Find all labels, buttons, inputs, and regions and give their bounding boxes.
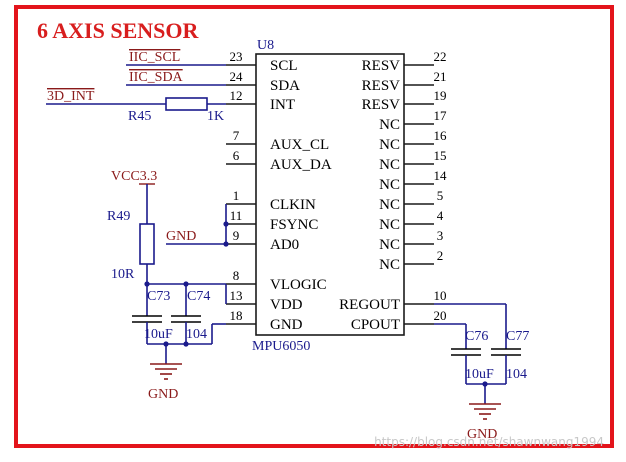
left-pin-number: 8 [233,268,240,283]
right-pin-number: 17 [434,108,448,123]
schematic-frame [14,5,614,448]
right-pin-number: 10 [434,288,447,303]
right-pin-name: NC [379,257,400,273]
right-pin-number: 15 [434,148,447,163]
right-pin-number: 14 [434,168,448,183]
left-pin-number: 6 [233,148,240,163]
left-pin-name: AUX_CL [270,137,329,153]
right-pin-number: 4 [437,208,444,223]
left-pin-name: INT [270,97,295,113]
left-pin-number: 1 [233,188,240,203]
right-pin-group: 22RESV21RESV19RESV17NC16NC15NC14NC5NC4NC… [339,49,447,333]
chip-part-name: MPU6050 [252,339,310,354]
net-label-scl: IIC_SCL [129,50,180,65]
left-pin-name: FSYNC [270,217,318,233]
left-pin-name: SCL [270,58,298,74]
resistor-r45 [165,97,208,111]
c74-ref: C74 [187,289,210,304]
right-pin-name: NC [379,197,400,213]
right-pin-name: RESV [362,58,401,74]
r49-value: 10R [111,267,135,282]
left-pin-name: AD0 [270,237,299,253]
junction-gnd-left-2 [183,341,189,347]
right-pin-number: 2 [437,248,444,263]
net-label-int: 3D_INT [47,89,95,104]
c77-ref: C77 [506,329,529,344]
c76-value: 10uF [465,367,494,382]
net-label-gnd-right: GND [467,427,497,442]
left-pin-number: 7 [233,128,240,143]
left-pin-number: 24 [230,69,244,84]
left-pin-name: SDA [270,78,300,94]
r49-ref: R49 [107,209,130,224]
left-pin-number: 11 [230,208,243,223]
junction-fsync [223,221,229,227]
left-pin-number: 13 [230,288,243,303]
c74-value: 104 [186,327,207,342]
right-pin-number: 3 [437,228,444,243]
r45-value: 1K [207,109,224,124]
right-pin-name: NC [379,237,400,253]
r45-ref: R45 [128,109,151,124]
schematic-title: 6 AXIS SENSOR [37,18,200,43]
left-pin-number: 12 [230,88,243,103]
right-pin-number: 5 [437,188,444,203]
right-pin-name: REGOUT [339,297,400,313]
net-label-gnd-ad0: GND [166,229,196,244]
c73-value: 10uF [144,327,173,342]
left-pin-name: AUX_DA [270,157,332,173]
right-pin-number: 19 [434,88,447,103]
watermark: https://blog.csdn.net/shawnwang1994 [374,435,604,449]
chip-body [255,53,405,336]
left-pin-name: GND [270,317,303,333]
left-pin-number: 9 [233,228,240,243]
left-pin-name: VLOGIC [270,277,327,293]
c77-value: 104 [506,367,527,382]
right-pin-number: 22 [434,49,447,64]
right-pin-name: NC [379,137,400,153]
right-pin-name: NC [379,117,400,133]
right-pin-number: 21 [434,69,447,84]
chip-ref: U8 [257,38,274,53]
right-pin-number: 20 [434,308,447,323]
right-pin-number: 16 [434,128,448,143]
net-label-sda: IIC_SDA [129,70,184,85]
right-pin-name: RESV [362,97,401,113]
left-pin-name: CLKIN [270,197,316,213]
ground-symbol-left [150,363,182,380]
resistor-r49 [139,223,155,265]
net-label-vcc: VCC3.3 [111,169,157,184]
right-pin-name: CPOUT [351,317,400,333]
right-pin-name: NC [379,177,400,193]
right-pin-name: RESV [362,78,401,94]
right-pin-name: NC [379,157,400,173]
left-pin-number: 18 [230,308,243,323]
left-pin-name: VDD [270,297,303,313]
ground-symbol-right [469,403,501,420]
c73-ref: C73 [147,289,170,304]
right-pin-name: NC [379,217,400,233]
left-pin-number: 23 [230,49,243,64]
c76-ref: C76 [465,329,488,344]
net-label-gnd-left: GND [148,387,178,402]
